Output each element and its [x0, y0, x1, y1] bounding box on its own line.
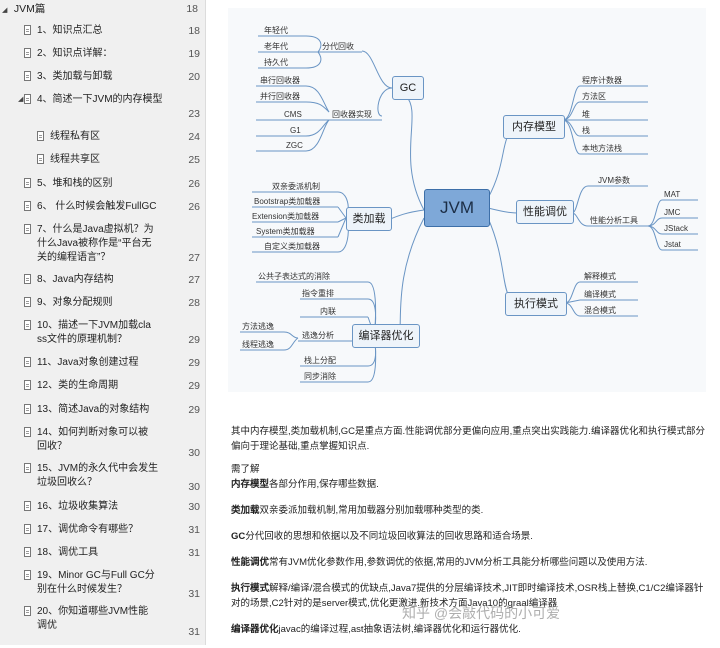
- mindmap-node-gc: GC: [392, 76, 424, 100]
- jvm-mindmap: JVM GC 分代回收 年轻代 老年代 持久代 回收器实现 串行回收器 并行回收…: [228, 8, 706, 392]
- toc-item[interactable]: 10、描述一下JVM加载class文件的原理机制？ 29: [0, 319, 204, 347]
- toc-item[interactable]: 7、什么是Java虚拟机？为什么Java被称作是“平台无关的编程语言”？ 27: [0, 223, 204, 265]
- toc-item[interactable]: 15、JVM的永久代中会发生垃圾回收么？ 30: [0, 462, 204, 493]
- point-paragraph: 内存模型各部分作用,保存哪些数据.: [231, 479, 379, 490]
- body-text: 其中内存模型,类加载机制,GC是重点方面.性能调优部分更偏向应用,重点突出实践能…: [231, 424, 711, 648]
- watermark: 知乎 @会敲代码的小可爱: [402, 605, 561, 621]
- toc-item[interactable]: 13、简述Java的对象结构 29: [0, 403, 204, 417]
- toc-item[interactable]: 16、垃圾收集算法 30: [0, 500, 204, 514]
- mindmap-node-memory: 内存模型: [503, 115, 565, 139]
- mindmap-node-tuning: 性能调优: [516, 200, 574, 224]
- toc-item[interactable]: 20、你知道哪些JVM性能调优 31: [0, 605, 204, 638]
- bookmark-icon: [24, 427, 31, 437]
- point-paragraph: 类加载双亲委派加载机制,常用加载器分别加载哪种类型的类.: [231, 505, 484, 516]
- intro-paragraph: 其中内存模型,类加载机制,GC是重点方面.性能调优部分更偏向应用,重点突出实践能…: [231, 426, 705, 452]
- bookmark-icon: [24, 320, 31, 330]
- toc-sidebar: ◢ JVM篇 18 1、知识点汇总 18 2、知识点详解： 19 3、类加载与卸…: [0, 0, 206, 645]
- mindmap-node-classload: 类加载: [346, 207, 392, 231]
- toc-root-label: JVM篇: [13, 3, 46, 15]
- bookmark-icon: [24, 380, 31, 390]
- point-paragraph: 执行模式解释/编译/混合模式的优缺点,Java7提供的分层编译技术,JIT即时编…: [231, 583, 704, 609]
- bookmark-icon: [24, 524, 31, 534]
- toc-item[interactable]: 2、知识点详解： 19: [0, 47, 204, 61]
- collapse-arrow-icon[interactable]: ◢: [18, 96, 24, 103]
- bookmark-icon: [24, 274, 31, 284]
- bookmark-icon: [24, 48, 31, 58]
- bookmark-icon: [24, 547, 31, 557]
- mindmap-node-compiler: 编译器优化: [352, 324, 420, 348]
- bookmark-icon: [24, 463, 31, 473]
- bookmark-icon: [24, 570, 31, 580]
- toc-item[interactable]: 3、类加载与卸载 20: [0, 70, 204, 84]
- point-paragraph: 编译器优化javac的编译过程,ast抽象语法树,编译器优化和运行器优化.: [231, 624, 521, 635]
- toc-item[interactable]: 19、Minor GC与Full GC分别在什么时候发生？ 31: [0, 569, 204, 600]
- toc-item[interactable]: 9、对象分配规则 28: [0, 296, 204, 310]
- bookmark-icon: [37, 154, 44, 164]
- toc-item[interactable]: 14、如何判断对象可以被回收？ 30: [0, 426, 204, 459]
- bookmark-icon: [24, 404, 31, 414]
- toc-item[interactable]: 线程私有区 24: [0, 130, 204, 144]
- bookmark-icon: [24, 201, 31, 211]
- toc-item[interactable]: 12、类的生命周期 29: [0, 379, 204, 393]
- toc-root-page: 18: [186, 3, 198, 15]
- toc-item[interactable]: 线程共享区 25: [0, 153, 204, 167]
- mindmap-node-exec: 执行模式: [505, 292, 567, 316]
- collapse-arrow-icon[interactable]: ◢: [2, 7, 8, 14]
- bookmark-icon: [24, 501, 31, 511]
- toc-item[interactable]: 5、堆和栈的区别 26: [0, 177, 204, 191]
- point-paragraph: 性能调优常有JVM优化参数作用,参数调优的依据,常用的JVM分析工具能分析哪些问…: [231, 557, 648, 568]
- need-label: 需了解: [231, 464, 260, 475]
- toc-item[interactable]: 17、调优命令有哪些？ 31: [0, 523, 204, 537]
- toc-item[interactable]: 1、知识点汇总 18: [0, 24, 204, 38]
- document-page: JVM GC 分代回收 年轻代 老年代 持久代 回收器实现 串行回收器 并行回收…: [206, 0, 720, 645]
- point-paragraph: GC分代回收的思想和依据以及不同垃圾回收算法的回收思路和适合场景.: [231, 531, 533, 542]
- mindmap-root-node: JVM: [424, 189, 490, 227]
- toc-item[interactable]: 11、Java对象创建过程 29: [0, 356, 204, 370]
- bookmark-icon: [24, 606, 31, 616]
- toc-root-item[interactable]: ◢ JVM篇 18: [2, 0, 202, 18]
- bookmark-icon: [24, 224, 31, 234]
- toc-item[interactable]: 18、调优工具 31: [0, 546, 204, 560]
- bookmark-icon: [24, 297, 31, 307]
- bookmark-icon: [24, 71, 31, 81]
- bookmark-icon: [24, 357, 31, 367]
- toc-item[interactable]: 8、Java内存结构 27: [0, 273, 204, 287]
- bookmark-icon: [24, 178, 31, 188]
- toc-item[interactable]: 6、 什么时候会触发FullGC 26: [0, 200, 204, 214]
- bookmark-icon: [24, 94, 31, 104]
- bookmark-icon: [37, 131, 44, 141]
- toc-item[interactable]: ◢ 4、简述一下JVM的内存模型 23: [18, 94, 200, 120]
- bookmark-icon: [24, 25, 31, 35]
